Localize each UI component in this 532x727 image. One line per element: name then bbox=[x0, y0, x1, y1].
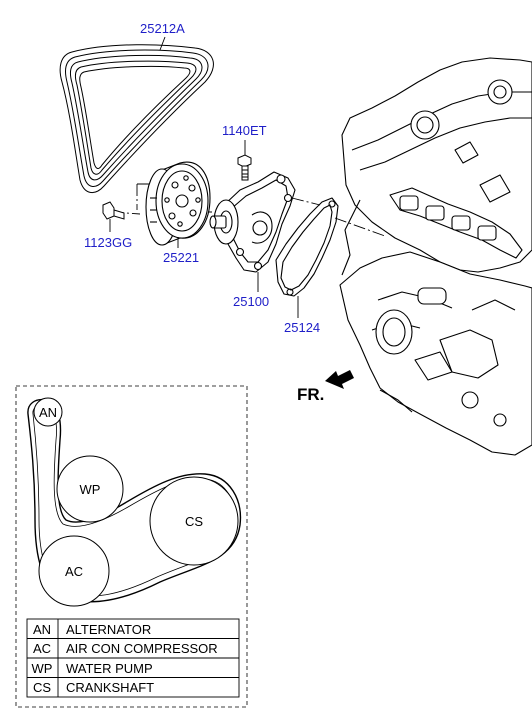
pulley-ac bbox=[38, 535, 110, 607]
pulley-cs-label: CS bbox=[185, 514, 203, 529]
front-direction-label: FR. bbox=[297, 385, 324, 404]
pulley-wp bbox=[56, 455, 124, 523]
leader-lines bbox=[109, 36, 299, 318]
svg-text:CRANKSHAFT: CRANKSHAFT bbox=[66, 680, 154, 695]
svg-text:AIR CON COMPRESSOR: AIR CON COMPRESSOR bbox=[66, 641, 218, 656]
water-pump-illustration bbox=[209, 171, 296, 273]
part-number-25221[interactable]: 25221 bbox=[163, 250, 199, 265]
pulley-an bbox=[33, 397, 63, 427]
svg-text:25100: 25100 bbox=[233, 294, 269, 309]
svg-text:CS: CS bbox=[33, 680, 51, 695]
part-number-25100[interactable]: 25100 bbox=[233, 294, 269, 309]
svg-text:AC: AC bbox=[33, 641, 51, 656]
pulley-cs bbox=[149, 476, 239, 566]
legend-row-wp: WP WATER PUMP bbox=[32, 661, 153, 676]
drive-belt-illustration bbox=[59, 44, 214, 193]
water-pump-pulley-illustration bbox=[145, 161, 211, 246]
bolt-illustration-left bbox=[102, 201, 125, 220]
svg-text:AN: AN bbox=[33, 622, 51, 637]
pulley-an-label: AN bbox=[39, 405, 57, 420]
legend-row-an: AN ALTERNATOR bbox=[33, 622, 151, 637]
svg-text:ALTERNATOR: ALTERNATOR bbox=[66, 622, 151, 637]
svg-text:1140ET: 1140ET bbox=[222, 123, 267, 138]
part-number-1140et[interactable]: 1140ET bbox=[222, 123, 267, 138]
part-number-25124[interactable]: 25124 bbox=[284, 320, 320, 335]
svg-text:25212A: 25212A bbox=[140, 21, 185, 36]
svg-text:1123GG: 1123GG bbox=[84, 235, 132, 250]
legend-row-cs: CS CRANKSHAFT bbox=[33, 680, 154, 695]
part-number-1123gg[interactable]: 1123GG bbox=[84, 235, 132, 250]
belt-routing-inset: AN WP CS AC AN ALTERNATOR AC AIR CON COM… bbox=[15, 385, 248, 708]
pulley-ac-label: AC bbox=[65, 564, 83, 579]
front-direction-indicator: FR. bbox=[297, 370, 354, 404]
gasket-illustration bbox=[275, 197, 339, 297]
engine-block-illustration bbox=[339, 57, 532, 456]
svg-text:25221: 25221 bbox=[163, 250, 199, 265]
routing-inset-border bbox=[15, 385, 248, 708]
legend-row-ac: AC AIR CON COMPRESSOR bbox=[33, 641, 218, 656]
svg-text:WATER PUMP: WATER PUMP bbox=[66, 661, 153, 676]
svg-text:WP: WP bbox=[32, 661, 53, 676]
pulley-wp-label: WP bbox=[80, 482, 101, 497]
routing-legend-table bbox=[26, 618, 240, 698]
svg-text:25124: 25124 bbox=[284, 320, 320, 335]
bolt-illustration-top bbox=[237, 154, 252, 181]
front-direction-arrow-icon bbox=[325, 370, 354, 389]
part-number-25212a[interactable]: 25212A bbox=[140, 21, 185, 36]
